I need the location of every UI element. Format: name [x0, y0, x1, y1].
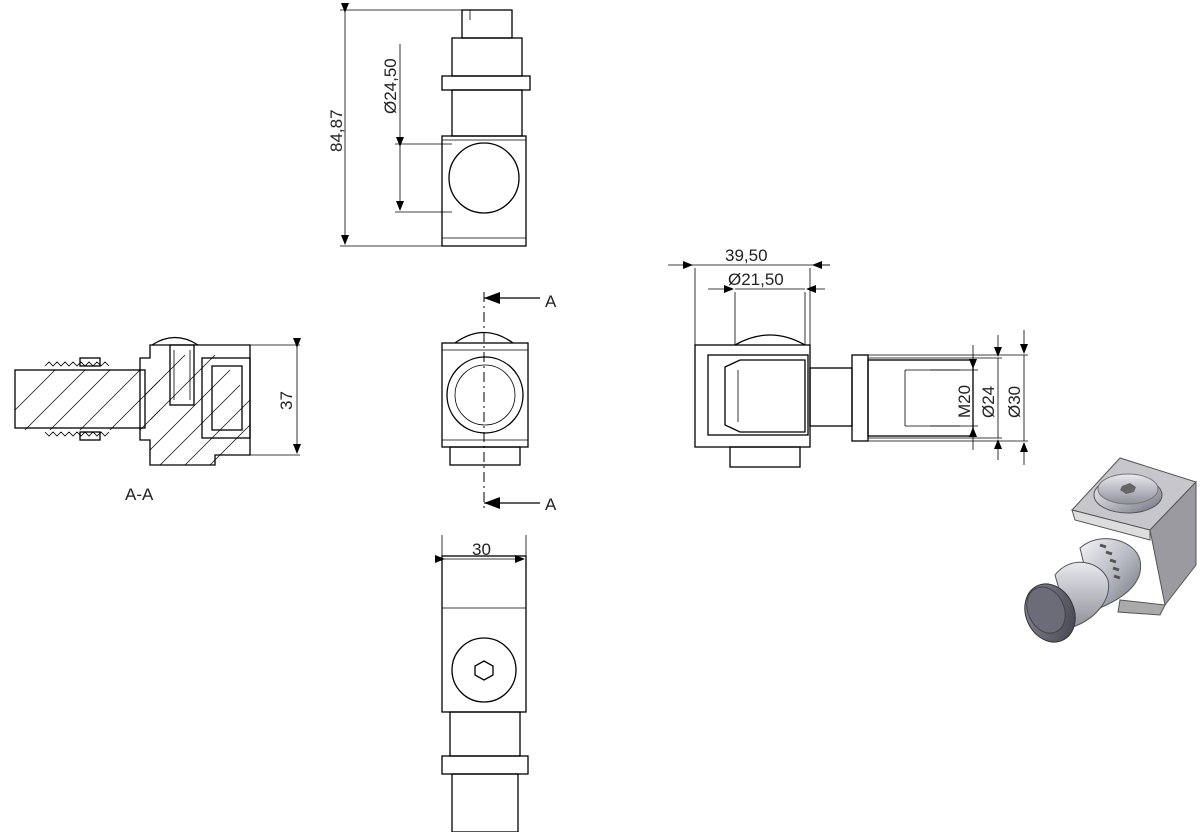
- front-view: A A: [441, 292, 557, 514]
- bottom-view: 30: [435, 535, 529, 832]
- dim-thread: M20: [955, 385, 974, 418]
- section-arrow-top-label: A: [545, 292, 557, 311]
- side-view: 39,50 Ø21,50 M20 Ø24 Ø30: [668, 246, 1028, 468]
- dim-height-total: 84,87: [327, 109, 346, 152]
- dim-cap-diameter: Ø21,50: [728, 270, 784, 289]
- section-label: A-A: [125, 485, 154, 504]
- top-view: 84,87 Ø24,50: [327, 3, 531, 247]
- dim-width-30: 30: [472, 540, 491, 559]
- dim-diameter-24: Ø24: [979, 386, 998, 418]
- section-arrow-bottom-label: A: [545, 495, 557, 514]
- isometric-render: [1024, 457, 1197, 643]
- dim-diameter-30: Ø30: [1005, 386, 1024, 418]
- dim-section-height: 37: [277, 391, 296, 410]
- dim-width-39: 39,50: [725, 246, 768, 265]
- section-view: 37 A-A: [14, 336, 301, 504]
- dim-pin-diameter: Ø24,50: [381, 58, 400, 114]
